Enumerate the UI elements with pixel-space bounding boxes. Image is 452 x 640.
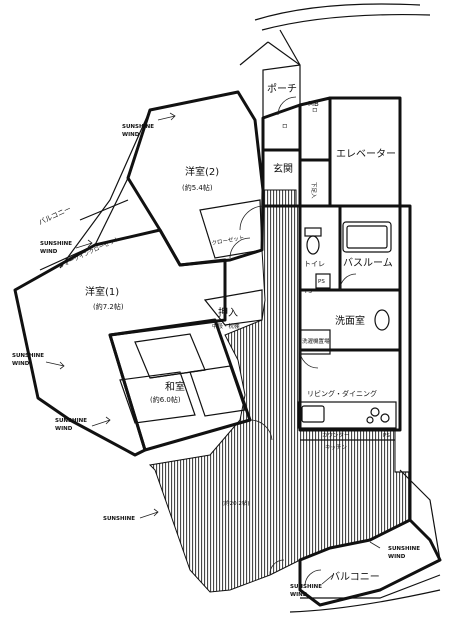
- balcony-bottom-label: バルコニー: [330, 571, 380, 583]
- kitchen-label: キッチン: [325, 444, 348, 451]
- western-room-2-label: 洋室(2): [185, 165, 219, 178]
- wind-tag-7: WIND: [388, 554, 406, 560]
- sunshine-tag-1: SUNSHINE: [122, 124, 154, 130]
- pipe-label-2: ロ: [312, 108, 318, 114]
- western-room-1-label: 洋室(1): [85, 285, 119, 298]
- counter-label: カウンター: [322, 431, 350, 439]
- wind-tag-6: WIND: [290, 592, 308, 598]
- ps-label-2: PS: [305, 289, 312, 295]
- japanese-room-label: 和室: [165, 380, 185, 393]
- closet-1-label: クローゼット: [211, 233, 245, 247]
- wind-tag-1: WIND: [122, 132, 140, 138]
- balcony-bottom: [289, 518, 442, 613]
- balcony-top-label: バルコニー: [37, 205, 72, 227]
- elevator-label: エレベーター: [336, 148, 396, 160]
- wind-tag-2: WIND: [40, 249, 58, 255]
- bathroom-label: バスルーム: [343, 257, 393, 269]
- pipe-label-1: ロ: [282, 124, 288, 130]
- washer-label: 洗濯機置場: [302, 337, 330, 345]
- oshiire-sub-label: 中段・枕棚: [212, 322, 240, 330]
- wind-tag-3: WIND: [12, 361, 30, 367]
- interior-walls: [263, 148, 400, 441]
- oshiire-label: 押入: [218, 306, 238, 319]
- balcony-top: [39, 109, 151, 271]
- ldk-area: (約20.2帖): [222, 499, 250, 507]
- exterior-walls: [13, 3, 431, 520]
- toilet-label: トイレ: [304, 260, 325, 268]
- bath-fixtures: [299, 221, 392, 355]
- western-room-2-area: (約5.4帖): [182, 183, 213, 192]
- sunshine-tag-5: SUNSHINE: [103, 516, 135, 522]
- ps-label-1: PS: [318, 279, 325, 285]
- western-room-1-area: (約7.2帖): [93, 302, 124, 311]
- entrance-label: 玄関: [273, 162, 293, 175]
- sunshine-tag-6: SUNSHINE: [290, 584, 322, 590]
- mb-label: MB: [308, 100, 319, 108]
- sunshine-tag-3: SUNSHINE: [12, 353, 44, 359]
- wind-tag-4: WIND: [55, 426, 73, 432]
- kitchen-fixtures: [297, 401, 397, 429]
- japanese-room-area: (約6.0帖): [150, 395, 181, 404]
- porch-label: ポーチ: [267, 83, 297, 95]
- door-swings: [229, 96, 357, 586]
- sunshine-wind-markers: SUNSHINE WIND SUNSHINE WIND SUNSHINE WIN…: [12, 112, 420, 598]
- closet-2-label: ウォークインクローゼット: [57, 235, 120, 270]
- sunshine-tag-4: SUNSHINE: [55, 418, 87, 424]
- sunshine-tag-7: SUNSHINE: [388, 546, 420, 552]
- washroom-label: 洗面室: [335, 314, 365, 327]
- sunshine-tag-2: SUNSHINE: [40, 241, 72, 247]
- ldk-label: リビング・ダイニング: [307, 389, 377, 398]
- shoe-cabinet-label: 下足入: [310, 182, 317, 199]
- ps-label-3: PS: [383, 433, 390, 439]
